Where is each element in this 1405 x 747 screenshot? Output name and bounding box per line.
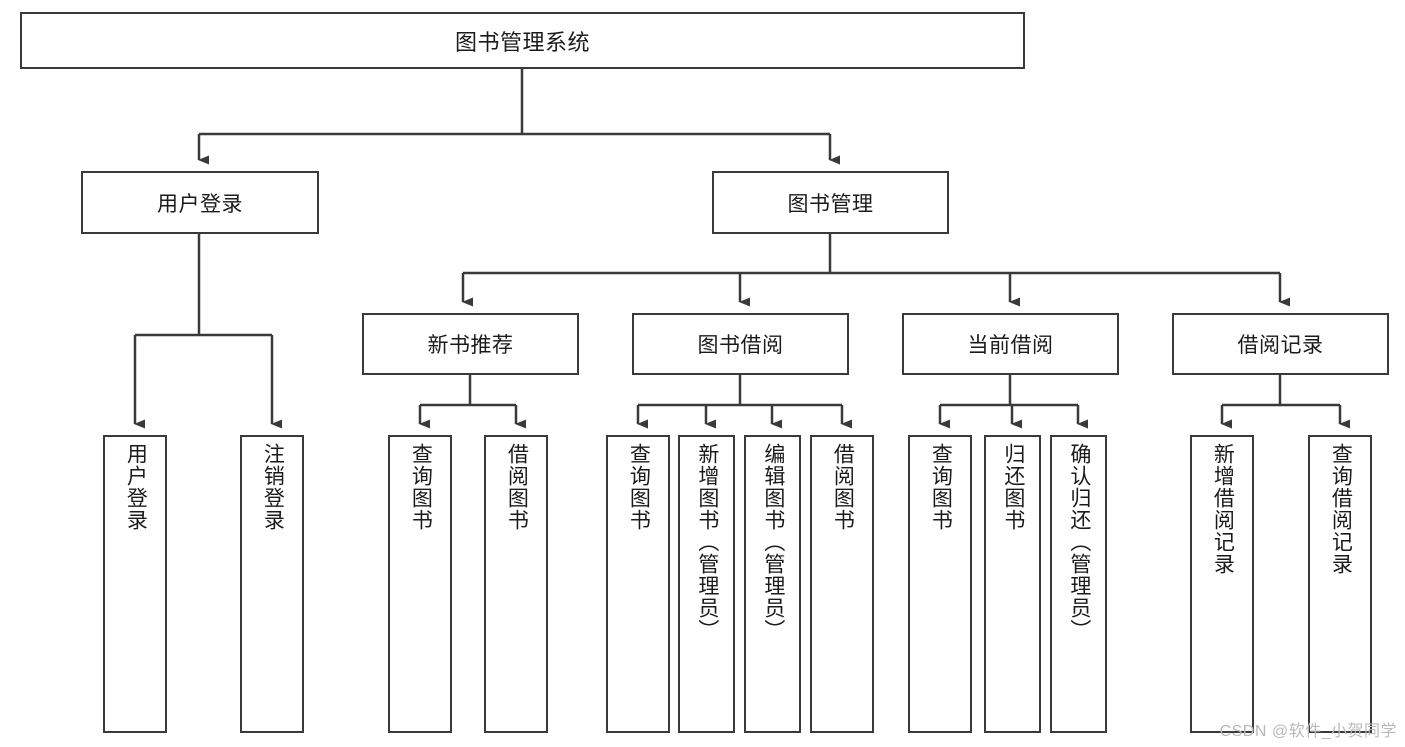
csdn-watermark: CSDN @软件_小贺同学: [1219, 723, 1397, 740]
node-book-manage-label: 图书管理: [787, 192, 874, 216]
node-leaf-add-book-admin[interactable]: 新增图书（管理员）: [678, 435, 735, 733]
node-leaf-borrow-book-2[interactable]: 借阅图书: [810, 435, 874, 733]
node-root-system[interactable]: 图书管理系统: [20, 12, 1025, 69]
node-leaf-confirm-return-admin-label: 确认归还（管理员）: [1067, 443, 1091, 641]
node-user-login[interactable]: 用户登录: [81, 171, 319, 234]
node-leaf-user-login-label: 用户登录: [124, 443, 148, 531]
node-leaf-confirm-return-admin[interactable]: 确认归还（管理员）: [1050, 435, 1107, 733]
node-leaf-logout-login-label: 注销登录: [261, 443, 285, 531]
node-leaf-add-borrow-record-label: 新增借阅记录: [1211, 443, 1235, 575]
node-book-borrow-label: 图书借阅: [697, 334, 784, 357]
node-leaf-return-book-label: 归还图书: [1001, 443, 1025, 531]
node-leaf-query-book-3[interactable]: 查询图书: [908, 435, 972, 733]
node-leaf-return-book[interactable]: 归还图书: [984, 435, 1041, 733]
node-leaf-user-login[interactable]: 用户登录: [103, 435, 167, 733]
node-leaf-edit-book-admin[interactable]: 编辑图书（管理员）: [744, 435, 801, 733]
node-leaf-query-book-1[interactable]: 查询图书: [388, 435, 452, 733]
node-leaf-add-book-admin-label: 新增图书（管理员）: [695, 443, 719, 641]
node-leaf-borrow-book-1-label: 借阅图书: [505, 443, 529, 531]
node-book-borrow[interactable]: 图书借阅: [632, 313, 849, 375]
node-leaf-edit-book-admin-label: 编辑图书（管理员）: [761, 443, 785, 641]
node-borrow-record[interactable]: 借阅记录: [1172, 313, 1389, 375]
node-leaf-add-borrow-record[interactable]: 新增借阅记录: [1190, 435, 1254, 733]
node-leaf-query-book-1-label: 查询图书: [409, 443, 433, 531]
node-user-login-label: 用户登录: [157, 192, 243, 216]
node-new-book-recommend[interactable]: 新书推荐: [362, 313, 579, 375]
node-root-label: 图书管理系统: [454, 29, 590, 55]
node-current-borrow[interactable]: 当前借阅: [902, 313, 1119, 375]
node-leaf-query-book-2-label: 查询图书: [627, 443, 651, 531]
node-leaf-query-borrow-record-label: 查询借阅记录: [1329, 443, 1353, 575]
node-leaf-borrow-book-2-label: 借阅图书: [831, 443, 855, 531]
node-leaf-query-book-3-label: 查询图书: [929, 443, 953, 531]
node-new-book-recommend-label: 新书推荐: [427, 334, 514, 357]
node-leaf-query-book-2[interactable]: 查询图书: [606, 435, 670, 733]
node-leaf-query-borrow-record[interactable]: 查询借阅记录: [1308, 435, 1372, 733]
node-current-borrow-label: 当前借阅: [967, 334, 1054, 357]
node-book-manage[interactable]: 图书管理: [712, 171, 949, 234]
node-leaf-borrow-book-1[interactable]: 借阅图书: [484, 435, 548, 733]
node-borrow-record-label: 借阅记录: [1237, 334, 1324, 357]
node-leaf-logout-login[interactable]: 注销登录: [240, 435, 304, 733]
